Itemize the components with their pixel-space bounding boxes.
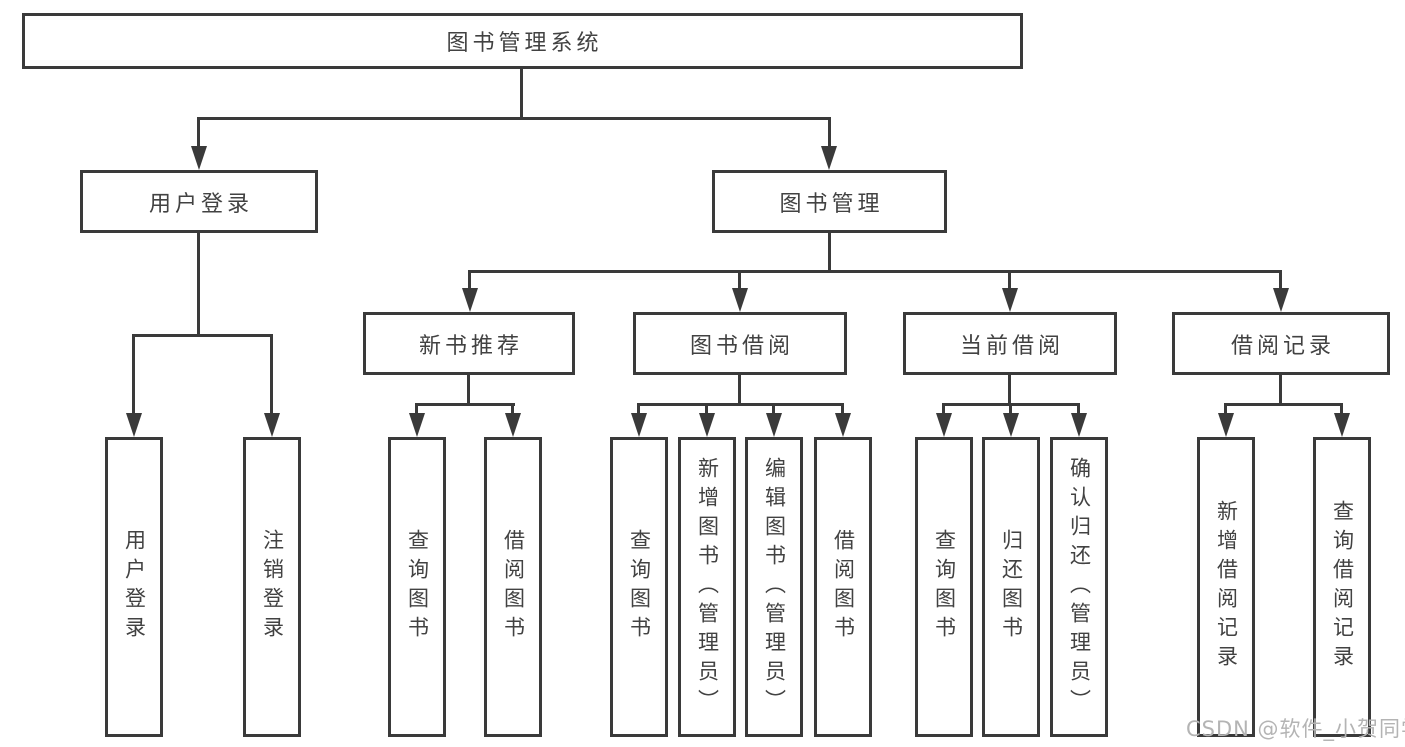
connector-hline (468, 270, 1282, 273)
csdn-watermark: CSDN @软件_小贺同学 (1186, 717, 1405, 741)
connector-vline (415, 403, 418, 416)
connector-arrowhead (631, 413, 647, 437)
connector-arrowhead (1071, 413, 1087, 437)
connector-vline (197, 117, 200, 149)
leaf-return-book-label: 归还图书 (999, 529, 1024, 645)
connector-vline (467, 375, 470, 406)
connector-arrowhead (462, 288, 478, 312)
connector-arrowhead (1003, 413, 1019, 437)
connector-vline (132, 334, 135, 416)
connector-arrowhead (409, 413, 425, 437)
connector-vline (468, 270, 471, 291)
leaf-user-login-label: 用户登录 (122, 529, 147, 645)
connector-arrowhead (505, 413, 521, 437)
node-root-label: 图书管理系统 (446, 31, 603, 56)
connector-arrowhead (732, 288, 748, 312)
leaf-confirm-return-admin-label: 确认归还（管理员） (1067, 456, 1092, 718)
connector-vline (1279, 270, 1282, 291)
leaf-add-borrow-record: 新增借阅记录 (1197, 437, 1255, 737)
connector-arrowhead (835, 413, 851, 437)
node-root: 图书管理系统 (22, 13, 1023, 69)
connector-arrowhead (1002, 288, 1018, 312)
connector-vline (1077, 403, 1080, 416)
leaf-query-book-recommend-label: 查询图书 (405, 529, 430, 645)
leaf-logout: 注销登录 (243, 437, 301, 737)
connector-vline (1340, 403, 1343, 416)
connector-vline (738, 375, 741, 406)
node-user-login-label: 用户登录 (148, 191, 253, 217)
connector-arrowhead (699, 413, 715, 437)
node-borrow-record: 借阅记录 (1172, 312, 1390, 375)
node-user-login: 用户登录 (80, 170, 318, 233)
leaf-user-login: 用户登录 (105, 437, 163, 737)
leaf-query-book-borrow-label: 查询图书 (627, 529, 652, 645)
leaf-borrow-book-recommend-label: 借阅图书 (501, 529, 526, 645)
connector-vline (828, 117, 831, 149)
connector-vline (772, 403, 775, 416)
connector-vline (828, 233, 831, 273)
leaf-add-book-admin-label: 新增图书（管理员） (695, 456, 720, 718)
connector-vline (511, 403, 514, 416)
leaf-query-book-current: 查询图书 (915, 437, 973, 737)
connector-arrowhead (766, 413, 782, 437)
leaf-query-book-recommend: 查询图书 (388, 437, 446, 737)
leaf-query-borrow-record: 查询借阅记录 (1313, 437, 1371, 737)
connector-arrowhead (936, 413, 952, 437)
connector-vline (1008, 270, 1011, 291)
connector-arrowhead (1273, 288, 1289, 312)
connector-vline (942, 403, 945, 416)
connector-vline (270, 334, 273, 416)
connector-arrowhead (126, 413, 142, 437)
connector-vline (841, 403, 844, 416)
node-borrow-record-label: 借阅记录 (1230, 333, 1335, 359)
connector-vline (738, 270, 741, 291)
node-book-management: 图书管理 (712, 170, 947, 233)
leaf-edit-book-admin: 编辑图书（管理员） (745, 437, 803, 737)
node-current-borrow: 当前借阅 (903, 312, 1117, 375)
leaf-query-book-current-label: 查询图书 (932, 529, 957, 645)
leaf-borrow-book-label: 借阅图书 (831, 529, 856, 645)
leaf-query-book-borrow: 查询图书 (610, 437, 668, 737)
connector-hline (197, 117, 831, 120)
connector-vline (1008, 375, 1011, 406)
node-current-borrow-label: 当前借阅 (959, 333, 1064, 359)
connector-arrowhead (1334, 413, 1350, 437)
node-book-borrow: 图书借阅 (633, 312, 847, 375)
leaf-query-borrow-record-label: 查询借阅记录 (1330, 500, 1355, 674)
connector-hline (637, 403, 844, 406)
connector-arrowhead (821, 146, 837, 170)
leaf-borrow-book: 借阅图书 (814, 437, 872, 737)
connector-hline (1224, 403, 1342, 406)
node-new-book-recommend-label: 新书推荐 (418, 333, 523, 359)
connector-vline (197, 233, 200, 336)
connector-vline (1279, 375, 1282, 406)
connector-vline (1009, 403, 1012, 416)
connector-vline (705, 403, 708, 416)
connector-vline (520, 66, 523, 119)
connector-arrowhead (264, 413, 280, 437)
node-new-book-recommend: 新书推荐 (363, 312, 575, 375)
node-book-management-label: 图书管理 (779, 191, 884, 217)
connector-hline (415, 403, 515, 406)
connector-vline (1224, 403, 1227, 416)
leaf-confirm-return-admin: 确认归还（管理员） (1050, 437, 1108, 737)
connector-hline (133, 334, 273, 337)
leaf-logout-label: 注销登录 (260, 529, 285, 645)
leaf-add-borrow-record-label: 新增借阅记录 (1214, 500, 1239, 674)
leaf-borrow-book-recommend: 借阅图书 (484, 437, 542, 737)
leaf-edit-book-admin-label: 编辑图书（管理员） (762, 456, 787, 718)
leaf-add-book-admin: 新增图书（管理员） (678, 437, 736, 737)
node-book-borrow-label: 图书借阅 (689, 333, 794, 359)
leaf-return-book: 归还图书 (982, 437, 1040, 737)
connector-vline (637, 403, 640, 416)
connector-arrowhead (1218, 413, 1234, 437)
connector-arrowhead (191, 146, 207, 170)
